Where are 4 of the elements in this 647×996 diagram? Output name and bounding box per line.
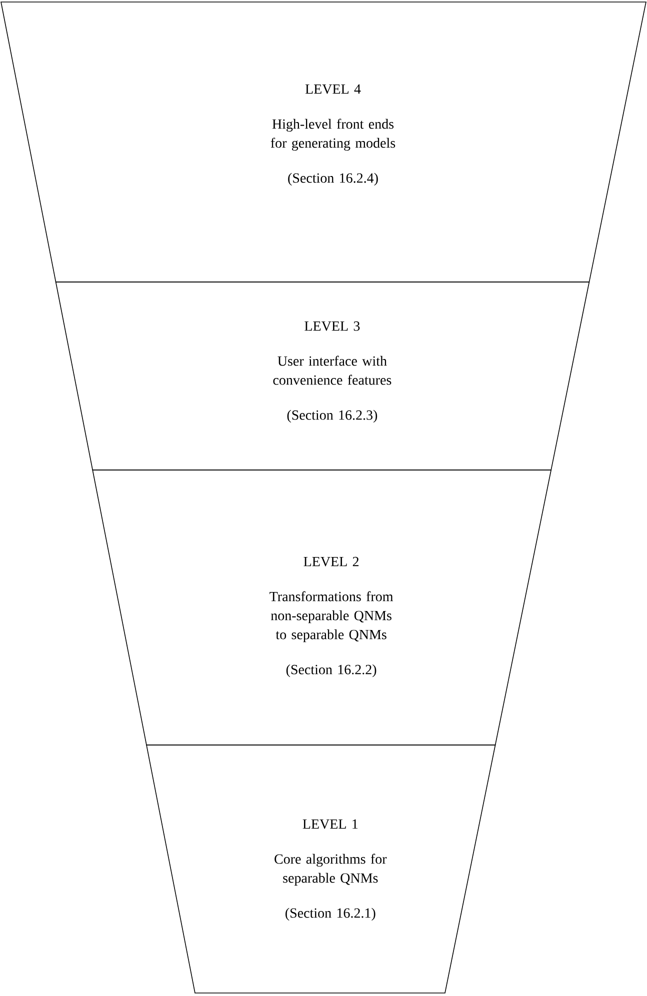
level-band: LEVEL 1 Core algorithms for separable QNMs (Section 16.2.1) bbox=[146, 744, 496, 994]
level-band: LEVEL 4 High-level front ends for generating models (Section 16.2.4) bbox=[0, 2, 646, 282]
level-band: LEVEL 3 User interface with convenience features (Section 16.2.3) bbox=[55, 282, 590, 470]
level-band: LEVEL 2 Transformations from non-separable QNMs to separable QNMs (Section 16.2.2) bbox=[92, 470, 552, 746]
